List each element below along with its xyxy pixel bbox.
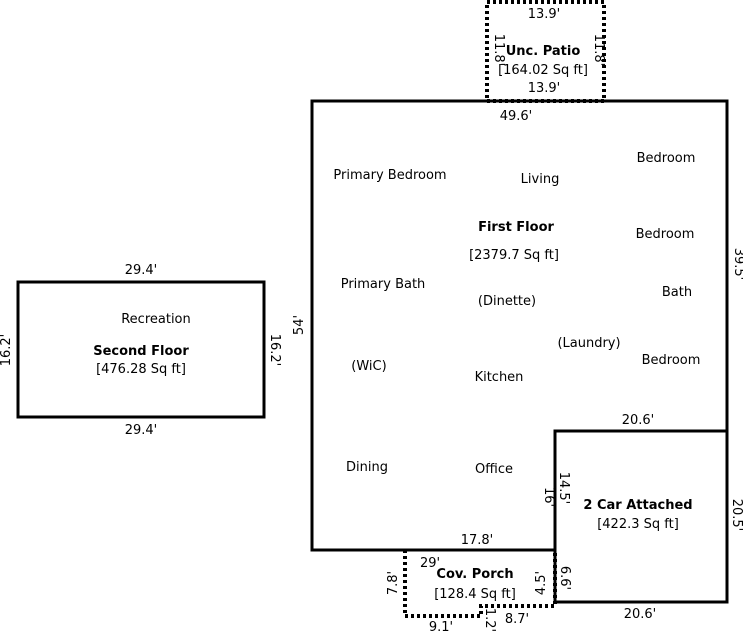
dim-garage-left: 14.5' xyxy=(556,472,571,505)
room-laundry: (Laundry) xyxy=(557,336,620,351)
room-bedroom: Bedroom xyxy=(637,151,696,166)
garage-sqft: [422.3 Sq ft] xyxy=(597,517,679,532)
room-dining: Dining xyxy=(346,460,388,475)
room-living: Living xyxy=(521,172,560,187)
room-office: Office xyxy=(475,462,513,477)
room-wic: (WiC) xyxy=(351,359,386,374)
dim-second-top: 29.4' xyxy=(125,263,158,278)
dim-porch-notch-h: 8.7' xyxy=(505,612,529,627)
dim-porch-top: 29' xyxy=(420,556,440,571)
room-bedroom: Bedroom xyxy=(636,227,695,242)
second-floor-outline xyxy=(16,280,266,419)
second-floor-title: Second Floor xyxy=(93,344,189,359)
room-dinette: (Dinette) xyxy=(478,294,536,309)
patio-sqft: [164.02 Sq ft] xyxy=(498,63,588,78)
dim-porch-left: 7.8' xyxy=(386,571,401,595)
dim-patio-right: 11.8' xyxy=(591,34,606,67)
second-floor-sqft: [476.28 Sq ft] xyxy=(96,362,186,377)
dim-porch-right: 4.5' xyxy=(534,571,549,595)
room-primary-bedroom: Primary Bedroom xyxy=(333,168,446,183)
dim-patio-left: 11.8' xyxy=(491,34,506,67)
room-primary-bath: Primary Bath xyxy=(341,277,426,292)
first-floor-sqft: [2379.7 Sq ft] xyxy=(469,248,559,263)
dim-garage-lower-left: 6.6' xyxy=(557,566,572,590)
dim-garage-right: 20.5' xyxy=(729,499,743,532)
dim-second-bottom: 29.4' xyxy=(125,423,158,438)
porch-title: Cov. Porch xyxy=(436,567,513,582)
dim-first-top: 49.6' xyxy=(500,109,533,124)
dim-first-left: 54' xyxy=(292,315,307,335)
dim-first-right: 39.5' xyxy=(731,248,743,281)
dim-patio-top: 13.9' xyxy=(528,7,561,22)
dim-first-garage-side: 16' xyxy=(541,487,556,507)
porch-sqft: [128.4 Sq ft] xyxy=(434,587,516,602)
dim-first-inner-bottom: 17.8' xyxy=(461,533,494,548)
garage-outline xyxy=(553,429,729,604)
dim-porch-bottom: 9.1' xyxy=(429,620,453,633)
dim-porch-notch-v: 1.2' xyxy=(482,608,497,632)
room-kitchen: Kitchen xyxy=(475,370,524,385)
porch-outline xyxy=(403,550,557,618)
room-bath: Bath xyxy=(662,285,692,300)
room-recreation: Recreation xyxy=(121,312,191,327)
dim-garage-bottom: 20.6' xyxy=(624,607,657,622)
dim-second-left: 16.2' xyxy=(0,334,14,367)
room-bedroom: Bedroom xyxy=(642,353,701,368)
dim-second-right: 16.2' xyxy=(267,334,282,367)
patio-title: Unc. Patio xyxy=(506,44,581,59)
dim-patio-bottom: 13.9' xyxy=(528,81,561,96)
garage-title: 2 Car Attached xyxy=(583,498,692,513)
dim-garage-top: 20.6' xyxy=(622,413,655,428)
first-floor-title: First Floor xyxy=(478,220,554,235)
